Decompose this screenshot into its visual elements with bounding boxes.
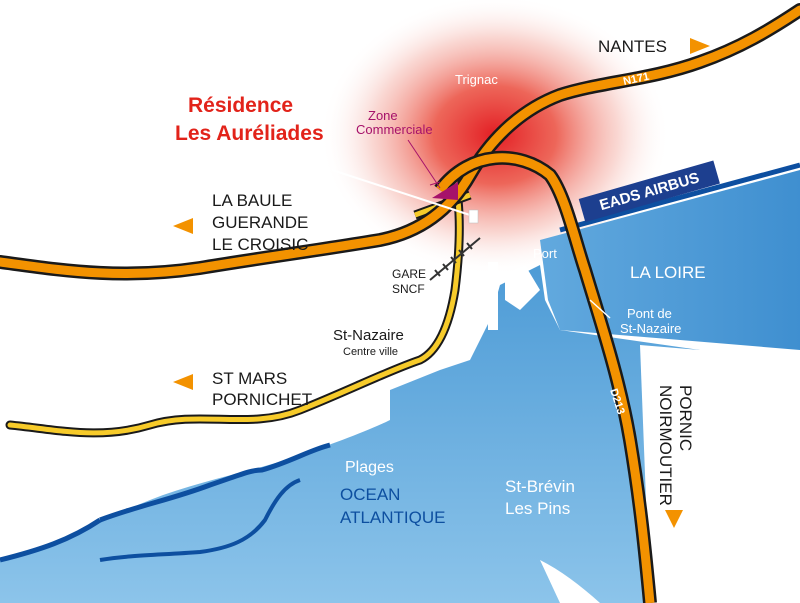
- pont-pointer-line: [589, 299, 611, 319]
- south-land: [640, 345, 700, 603]
- loire-north-bank: [559, 162, 800, 233]
- harbour-basin: [505, 265, 540, 310]
- zone-commerciale-area: [432, 182, 458, 200]
- loire-river: [540, 170, 800, 350]
- zone-label-2: Commerciale: [356, 122, 433, 137]
- road-main-west: [0, 3, 800, 281]
- label-stbrevin-2: Les Pins: [505, 499, 570, 518]
- zone-label-1: Zone: [368, 108, 398, 123]
- label-labaule-1: LA BAULE: [212, 191, 292, 210]
- coastline-west: [0, 517, 102, 563]
- label-plages: Plages: [345, 459, 394, 476]
- label-stbrevin-1: St-Brévin: [505, 477, 575, 496]
- label-pornic-2: NOIRMOUTIER: [656, 385, 675, 506]
- zone-pointer-line: [429, 181, 441, 186]
- coastline-mid: [99, 442, 331, 523]
- ocean-water: [0, 265, 700, 603]
- label-nantes: NANTES: [598, 37, 667, 56]
- harbour-pier-1: [488, 262, 498, 330]
- title-line-1: Résidence: [188, 94, 293, 117]
- coastline-bay: [99, 478, 301, 562]
- label-gare-2: SNCF: [392, 282, 425, 296]
- label-labaule-2: GUERANDE: [212, 213, 308, 232]
- label-port: Port: [533, 246, 557, 261]
- arrow-pornic-icon: [665, 510, 683, 528]
- residence-marker: [468, 209, 479, 224]
- residence-pointer-line: [331, 169, 471, 216]
- label-pont-1: Pont de: [627, 306, 672, 321]
- label-ocean-2: ATLANTIQUE: [340, 508, 445, 527]
- railway: [429, 237, 481, 281]
- arrow-labaule-icon: [173, 218, 193, 234]
- label-gare-1: GARE: [392, 267, 426, 281]
- label-ocean-1: OCEAN: [340, 485, 400, 504]
- label-n171: N171: [622, 71, 650, 88]
- label-labaule-3: LE CROISIC: [212, 235, 308, 254]
- title-line-2: Les Auréliades: [175, 122, 324, 145]
- label-stnazaire: St-Nazaire: [333, 327, 404, 344]
- label-stmars-1: ST MARS: [212, 369, 287, 388]
- zone-leader-line: [407, 139, 441, 189]
- south-coast-tip: [540, 560, 600, 603]
- label-trignac: Trignac: [455, 72, 498, 87]
- road-main-south: [434, 150, 657, 603]
- arrow-nantes-icon: [690, 38, 710, 54]
- label-centreville: Centre ville: [343, 346, 398, 358]
- label-d213-west: D213: [303, 264, 331, 280]
- label-loire: LA LOIRE: [630, 263, 706, 282]
- label-stmars-2: PORNICHET: [212, 390, 312, 409]
- label-pont-2: St-Nazaire: [620, 321, 681, 336]
- arrow-stmars-icon: [173, 374, 193, 390]
- label-pornic-1: PORNIC: [676, 385, 695, 451]
